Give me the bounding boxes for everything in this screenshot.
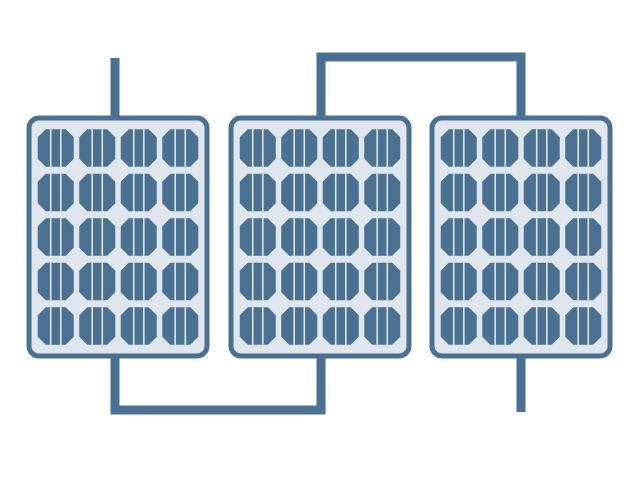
solar-cell — [37, 218, 74, 256]
solar-cell — [322, 262, 359, 301]
solar-cell — [37, 307, 74, 345]
solar-cell — [565, 262, 602, 301]
solar-cell — [162, 129, 199, 167]
solar-cell — [364, 307, 401, 345]
solar-cell — [523, 307, 560, 345]
solar-cell — [482, 307, 519, 345]
solar-panel-3 — [429, 115, 613, 359]
solar-cell — [120, 173, 157, 212]
solar-cell — [482, 218, 519, 256]
solar-cell — [79, 262, 116, 301]
solar-cell — [440, 218, 477, 256]
solar-cell — [322, 307, 359, 345]
solar-cell — [162, 262, 199, 301]
solar-cell — [37, 262, 74, 301]
solar-cell — [440, 262, 477, 301]
solar-panel-2 — [228, 115, 412, 359]
solar-cell — [120, 307, 157, 345]
panel-frame — [429, 115, 613, 359]
solar-cell — [281, 173, 318, 212]
solar-cell — [120, 262, 157, 301]
solar-cell — [281, 218, 318, 256]
solar-cell — [322, 129, 359, 167]
solar-cell — [364, 218, 401, 256]
wiring — [110, 52, 526, 415]
solar-cell — [364, 129, 401, 167]
solar-cell — [440, 173, 477, 212]
solar-cell — [120, 218, 157, 256]
solar-cell — [565, 218, 602, 256]
solar-cell — [523, 129, 560, 167]
solar-cell — [364, 262, 401, 301]
solar-cell — [482, 129, 519, 167]
solar-panel-1 — [26, 115, 210, 359]
solar-cell — [162, 173, 199, 212]
solar-cell — [482, 262, 519, 301]
solar-cell — [162, 218, 199, 256]
solar-cell — [239, 129, 276, 167]
solar-cell — [79, 307, 116, 345]
connector-wire-top — [316, 52, 526, 118]
solar-cell — [239, 307, 276, 345]
solar-cell — [239, 218, 276, 256]
solar-cell — [523, 262, 560, 301]
solar-cell — [239, 173, 276, 212]
solar-cell — [364, 173, 401, 212]
solar-cell — [162, 307, 199, 345]
solar-cell — [79, 218, 116, 256]
solar-cell — [440, 129, 477, 167]
solar-cell — [565, 129, 602, 167]
solar-cell — [239, 262, 276, 301]
solar-cell — [79, 129, 116, 167]
solar-cell — [281, 262, 318, 301]
panel-frame — [228, 115, 412, 359]
solar-cell — [37, 173, 74, 212]
solar-cell — [322, 218, 359, 256]
solar-cell — [565, 173, 602, 212]
solar-cell — [120, 129, 157, 167]
solar-cell — [322, 173, 359, 212]
solar-cell — [281, 307, 318, 345]
solar-cell — [482, 173, 519, 212]
solar-cell — [440, 307, 477, 345]
solar-cell — [565, 307, 602, 345]
solar-cell — [79, 173, 116, 212]
solar-cell — [281, 129, 318, 167]
solar-cell — [523, 173, 560, 212]
solar-cell — [523, 218, 560, 256]
panel-frame — [26, 115, 210, 359]
solar-cell — [37, 129, 74, 167]
connector-wire-bottom — [110, 352, 326, 415]
